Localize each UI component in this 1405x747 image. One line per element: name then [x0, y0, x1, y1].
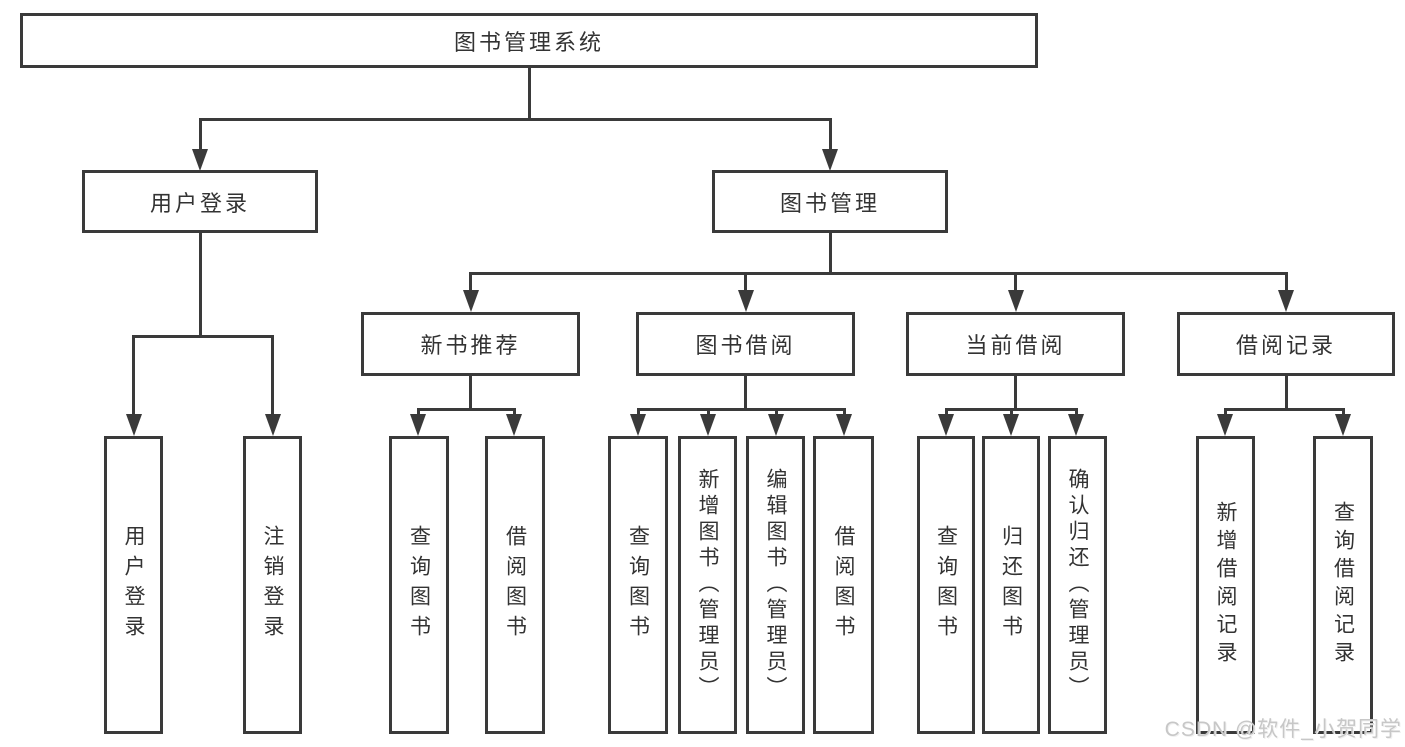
connector-line — [1014, 272, 1017, 292]
node-book-management: 图书管理 — [712, 170, 948, 233]
arrowhead-icon — [410, 414, 426, 436]
arrowhead-icon — [700, 414, 716, 436]
connector-line — [1284, 272, 1288, 292]
arrowhead-icon — [192, 149, 208, 171]
connector-line — [636, 408, 640, 418]
connector-line — [132, 335, 135, 416]
arrowhead-icon — [822, 149, 838, 171]
arrowhead-icon — [462, 290, 479, 312]
connector-line — [198, 118, 202, 152]
leaf-recommend-query-books: 查询图书 — [389, 436, 449, 734]
arrowhead-icon — [1003, 414, 1019, 436]
leaf-logout: 注销登录 — [243, 436, 302, 734]
node-new-book-recommend: 新书推荐 — [361, 312, 580, 376]
leaf-borrowing-borrow-books-label: 借阅图书 — [832, 525, 855, 645]
connector-line — [1341, 408, 1345, 418]
leaf-records-add-record: 新增借阅记录 — [1196, 436, 1255, 734]
connector-line — [1284, 376, 1288, 408]
arrowhead-icon — [1007, 290, 1024, 312]
leaf-records-query-record: 查询借阅记录 — [1313, 436, 1373, 734]
leaf-borrowing-borrow-books: 借阅图书 — [813, 436, 874, 734]
connector-line — [1009, 408, 1013, 418]
arrowhead-icon — [1068, 414, 1084, 436]
node-user-login: 用户登录 — [82, 170, 318, 233]
connector-line — [469, 272, 472, 292]
connector-line — [706, 408, 710, 418]
arrowhead-icon — [1278, 290, 1294, 312]
leaf-borrowing-edit-books-admin: 编辑图书（管理员） — [746, 436, 805, 734]
arrowhead-icon — [1335, 414, 1351, 436]
node-borrowing-records: 借阅记录 — [1177, 312, 1395, 376]
leaf-current-confirm-return-admin-label: 确认归还（管理员） — [1066, 468, 1089, 702]
leaf-current-return-books: 归还图书 — [982, 436, 1040, 734]
connector-line — [416, 408, 420, 418]
arrowhead-icon — [938, 414, 954, 436]
leaf-borrowing-add-books-admin: 新增图书（管理员） — [678, 436, 737, 734]
leaf-user-login: 用户登录 — [104, 436, 163, 734]
connector-line — [828, 118, 832, 152]
leaf-logout-label: 注销登录 — [261, 525, 284, 645]
connector-line — [744, 272, 747, 292]
node-library-system-label: 图书管理系统 — [453, 29, 604, 55]
connector-line — [1223, 408, 1345, 411]
node-book-management-label: 图书管理 — [779, 190, 880, 216]
arrowhead-icon — [125, 414, 142, 436]
leaf-current-query-books: 查询图书 — [917, 436, 975, 734]
connector-line — [636, 408, 846, 411]
connector-line — [271, 335, 274, 416]
node-new-book-recommend-label: 新书推荐 — [420, 333, 521, 358]
connector-line — [469, 272, 1287, 275]
connector-line — [198, 118, 832, 121]
node-library-system: 图书管理系统 — [20, 13, 1038, 68]
watermark: CSDN @软件_小贺同学 — [1164, 718, 1402, 741]
leaf-borrowing-add-books-admin-label: 新增图书（管理员） — [696, 468, 719, 702]
connector-line — [744, 376, 747, 408]
connector-line — [198, 233, 202, 335]
connector-line — [416, 408, 516, 411]
leaf-borrowing-edit-books-admin-label: 编辑图书（管理员） — [764, 468, 787, 702]
arrowhead-icon — [768, 414, 784, 436]
leaf-borrowing-query-books-label: 查询图书 — [626, 525, 650, 645]
connector-line — [527, 68, 531, 118]
arrowhead-icon — [737, 290, 754, 312]
leaf-current-query-books-label: 查询图书 — [934, 525, 958, 645]
arrowhead-icon — [264, 414, 281, 436]
connector-line — [1014, 376, 1017, 408]
leaf-user-login-label: 用户登录 — [122, 525, 145, 645]
arrowhead-icon — [630, 414, 646, 436]
node-book-borrowing: 图书借阅 — [636, 312, 855, 376]
leaf-recommend-borrow-books: 借阅图书 — [485, 436, 545, 734]
arrowhead-icon — [1217, 414, 1233, 436]
leaf-records-query-record-label: 查询借阅记录 — [1331, 501, 1355, 669]
connector-line — [512, 408, 516, 418]
node-borrowing-records-label: 借阅记录 — [1235, 333, 1336, 358]
connector-line — [132, 335, 273, 338]
node-current-borrowing: 当前借阅 — [906, 312, 1125, 376]
connector-line — [944, 408, 948, 418]
arrowhead-icon — [836, 414, 852, 436]
connector-line — [1074, 408, 1078, 418]
connector-line — [1223, 408, 1227, 418]
connector-line — [828, 233, 832, 272]
connector-line — [774, 408, 778, 418]
leaf-borrowing-query-books: 查询图书 — [608, 436, 668, 734]
leaf-records-add-record-label: 新增借阅记录 — [1214, 501, 1237, 669]
connector-line — [469, 376, 472, 408]
node-current-borrowing-label: 当前借阅 — [965, 333, 1066, 358]
leaf-recommend-borrow-books-label: 借阅图书 — [503, 525, 527, 645]
connector-line — [842, 408, 846, 418]
node-user-login-label: 用户登录 — [149, 190, 250, 216]
leaf-recommend-query-books-label: 查询图书 — [407, 525, 431, 645]
node-book-borrowing-label: 图书借阅 — [695, 333, 796, 358]
arrowhead-icon — [506, 414, 522, 436]
leaf-current-return-books-label: 归还图书 — [999, 525, 1023, 645]
leaf-current-confirm-return-admin: 确认归还（管理员） — [1048, 436, 1107, 734]
